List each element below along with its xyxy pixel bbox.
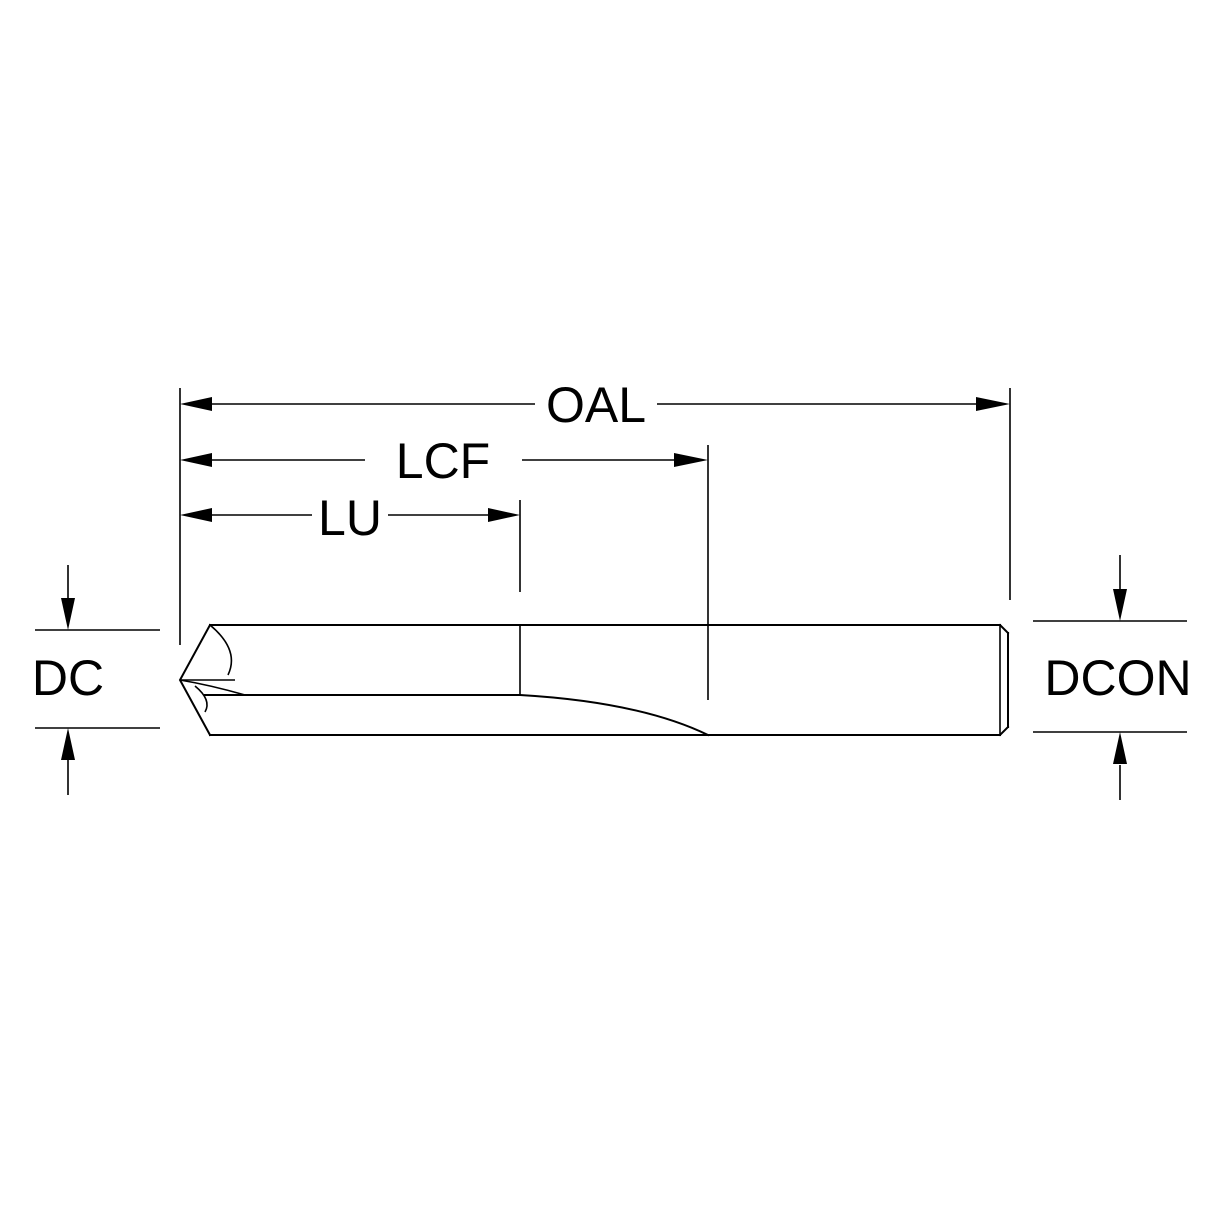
lcf-arrow-right	[674, 453, 708, 467]
oal-arrow-right	[976, 397, 1010, 411]
tip-margin-curve	[209, 624, 233, 676]
oal-label: OAL	[546, 377, 646, 433]
dcon-dimension: DCON	[1044, 555, 1192, 800]
dc-dimension: DC	[32, 565, 104, 795]
extension-lines	[35, 388, 1187, 733]
dcon-arrow-bottom	[1113, 732, 1127, 764]
lu-arrow-right	[488, 508, 520, 522]
oal-arrow-left	[180, 397, 212, 411]
flute-runout-curve	[518, 693, 710, 737]
dc-label: DC	[32, 650, 104, 706]
tip-lip-curve	[179, 679, 246, 696]
dc-arrow-top	[61, 598, 75, 630]
shank-chamfer-top	[998, 623, 1010, 635]
lu-dimension: LU	[180, 490, 520, 546]
tip-heel-curve	[194, 685, 208, 713]
lcf-arrow-left	[180, 453, 212, 467]
dcon-arrow-top	[1113, 589, 1127, 621]
lcf-dimension: LCF	[180, 433, 708, 489]
dcon-label: DCON	[1044, 650, 1191, 706]
lu-arrow-left	[180, 508, 212, 522]
oal-dimension: OAL	[180, 377, 1010, 433]
lcf-label: LCF	[396, 433, 490, 489]
shank-chamfer-bottom	[998, 725, 1010, 737]
tool-body	[178, 623, 1010, 737]
dc-arrow-bottom	[61, 728, 75, 760]
lu-label: LU	[318, 490, 382, 546]
